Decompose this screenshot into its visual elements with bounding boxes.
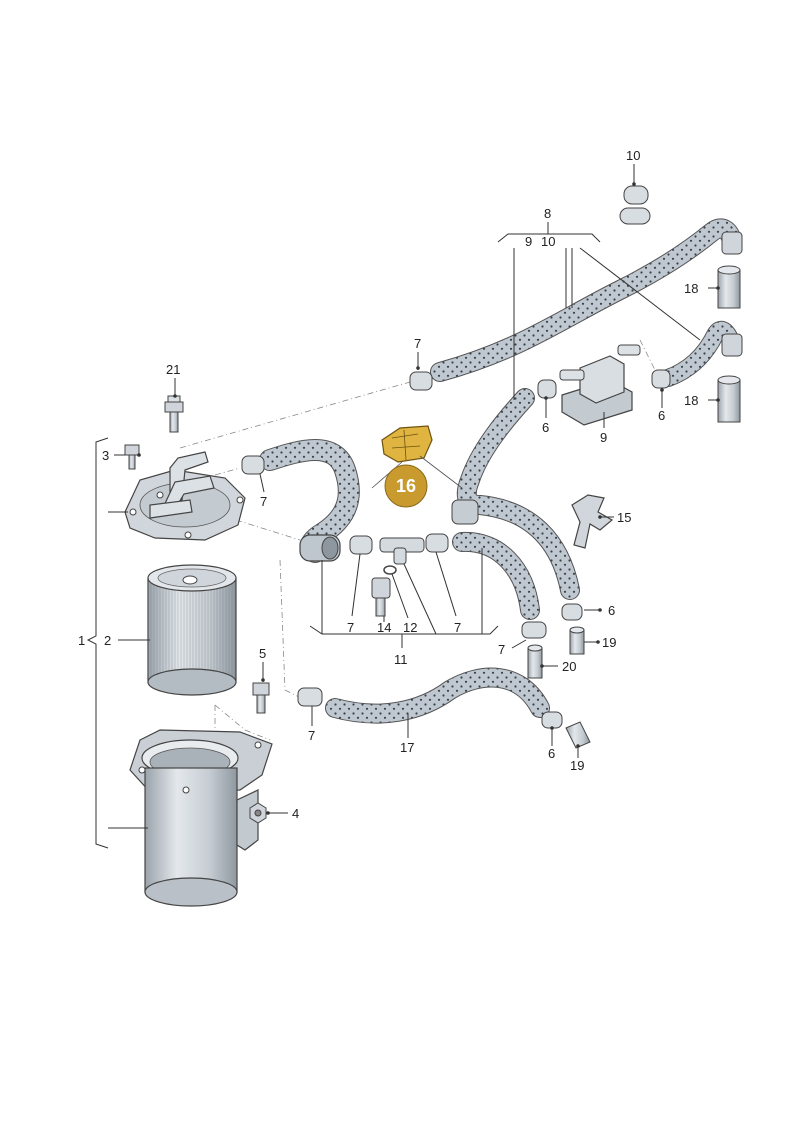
callout-2: 2 bbox=[104, 633, 111, 648]
clamp-6-b bbox=[651, 369, 671, 389]
callout-labels: 1 2 3 4 5 6 6 6 6 7 7 7 7 7 7 8 9 10 10 … bbox=[78, 148, 698, 821]
callout-8: 8 bbox=[544, 206, 551, 221]
callout-9b: 9 bbox=[600, 430, 607, 445]
callout-9a: 9 bbox=[525, 234, 532, 249]
end-fittings bbox=[527, 231, 743, 749]
callout-1: 1 bbox=[78, 633, 85, 648]
clamp-7-mid-left bbox=[349, 535, 373, 555]
callout-18a: 18 bbox=[684, 281, 698, 296]
callout-18b: 18 bbox=[684, 393, 698, 408]
bolt-5 bbox=[252, 682, 270, 714]
callout-14: 14 bbox=[377, 620, 391, 635]
callout-7f: 7 bbox=[308, 728, 315, 743]
sleeve-18-a bbox=[717, 265, 741, 309]
callout-19b: 19 bbox=[570, 758, 584, 773]
callout-4: 4 bbox=[292, 806, 299, 821]
clamp-6-d bbox=[541, 711, 563, 729]
valve-9 bbox=[559, 344, 641, 426]
highlighted-part-16: 16 bbox=[371, 425, 463, 508]
sleeve-19-a bbox=[569, 626, 585, 655]
callout-6d: 6 bbox=[548, 746, 555, 761]
callout-15: 15 bbox=[617, 510, 631, 525]
bracket-15 bbox=[571, 494, 614, 549]
filter-cover bbox=[124, 451, 246, 541]
sleeve-20 bbox=[527, 644, 543, 679]
callout-3: 3 bbox=[102, 448, 109, 463]
callout-21: 21 bbox=[166, 362, 180, 377]
clamps bbox=[241, 185, 671, 729]
fitting-top-right bbox=[721, 231, 743, 357]
clamp-7-mid-right bbox=[425, 533, 449, 553]
callout-10a: 10 bbox=[541, 234, 555, 249]
clamp-10 bbox=[619, 185, 651, 225]
callout-20: 20 bbox=[562, 659, 576, 674]
clamp-7-top bbox=[409, 371, 433, 391]
clamp-7-lower-right bbox=[521, 621, 547, 639]
callout-12: 12 bbox=[403, 620, 417, 635]
callout-7d: 7 bbox=[454, 620, 461, 635]
sensor-14 bbox=[371, 577, 391, 617]
leader-lines bbox=[86, 164, 718, 849]
leader-dots bbox=[137, 182, 720, 815]
callout-19a: 19 bbox=[602, 635, 616, 650]
callout-6a: 6 bbox=[542, 420, 549, 435]
elbow-connector bbox=[299, 534, 341, 562]
sleeve-19-b bbox=[565, 721, 591, 749]
callout-7a: 7 bbox=[414, 336, 421, 351]
callout-7b: 7 bbox=[260, 494, 267, 509]
highlight-badge[interactable] bbox=[384, 464, 428, 508]
filter-element bbox=[147, 564, 237, 696]
bolt-3 bbox=[124, 444, 140, 470]
hose-joint-right bbox=[451, 499, 479, 525]
callout-11: 11 bbox=[394, 652, 408, 667]
callout-6c: 6 bbox=[608, 603, 615, 618]
callout-10b: 10 bbox=[626, 148, 640, 163]
clamp-6-c bbox=[561, 603, 583, 621]
filter-housing bbox=[129, 729, 273, 907]
callout-7e: 7 bbox=[498, 642, 505, 657]
clamp-7-bottom bbox=[297, 687, 323, 707]
callout-5: 5 bbox=[259, 646, 266, 661]
valve-21 bbox=[164, 395, 184, 433]
sleeve-18-b bbox=[717, 375, 741, 423]
o-ring-12 bbox=[383, 565, 397, 575]
highlight-badge-label: 16 bbox=[396, 476, 416, 496]
nut-4 bbox=[249, 802, 267, 824]
clamp-6-a bbox=[537, 379, 557, 399]
callout-17: 17 bbox=[400, 740, 414, 755]
hoses bbox=[259, 218, 742, 724]
clamp-7-filter bbox=[241, 455, 265, 475]
callout-7c: 7 bbox=[347, 620, 354, 635]
callout-6b: 6 bbox=[658, 408, 665, 423]
t-piece bbox=[379, 537, 425, 565]
